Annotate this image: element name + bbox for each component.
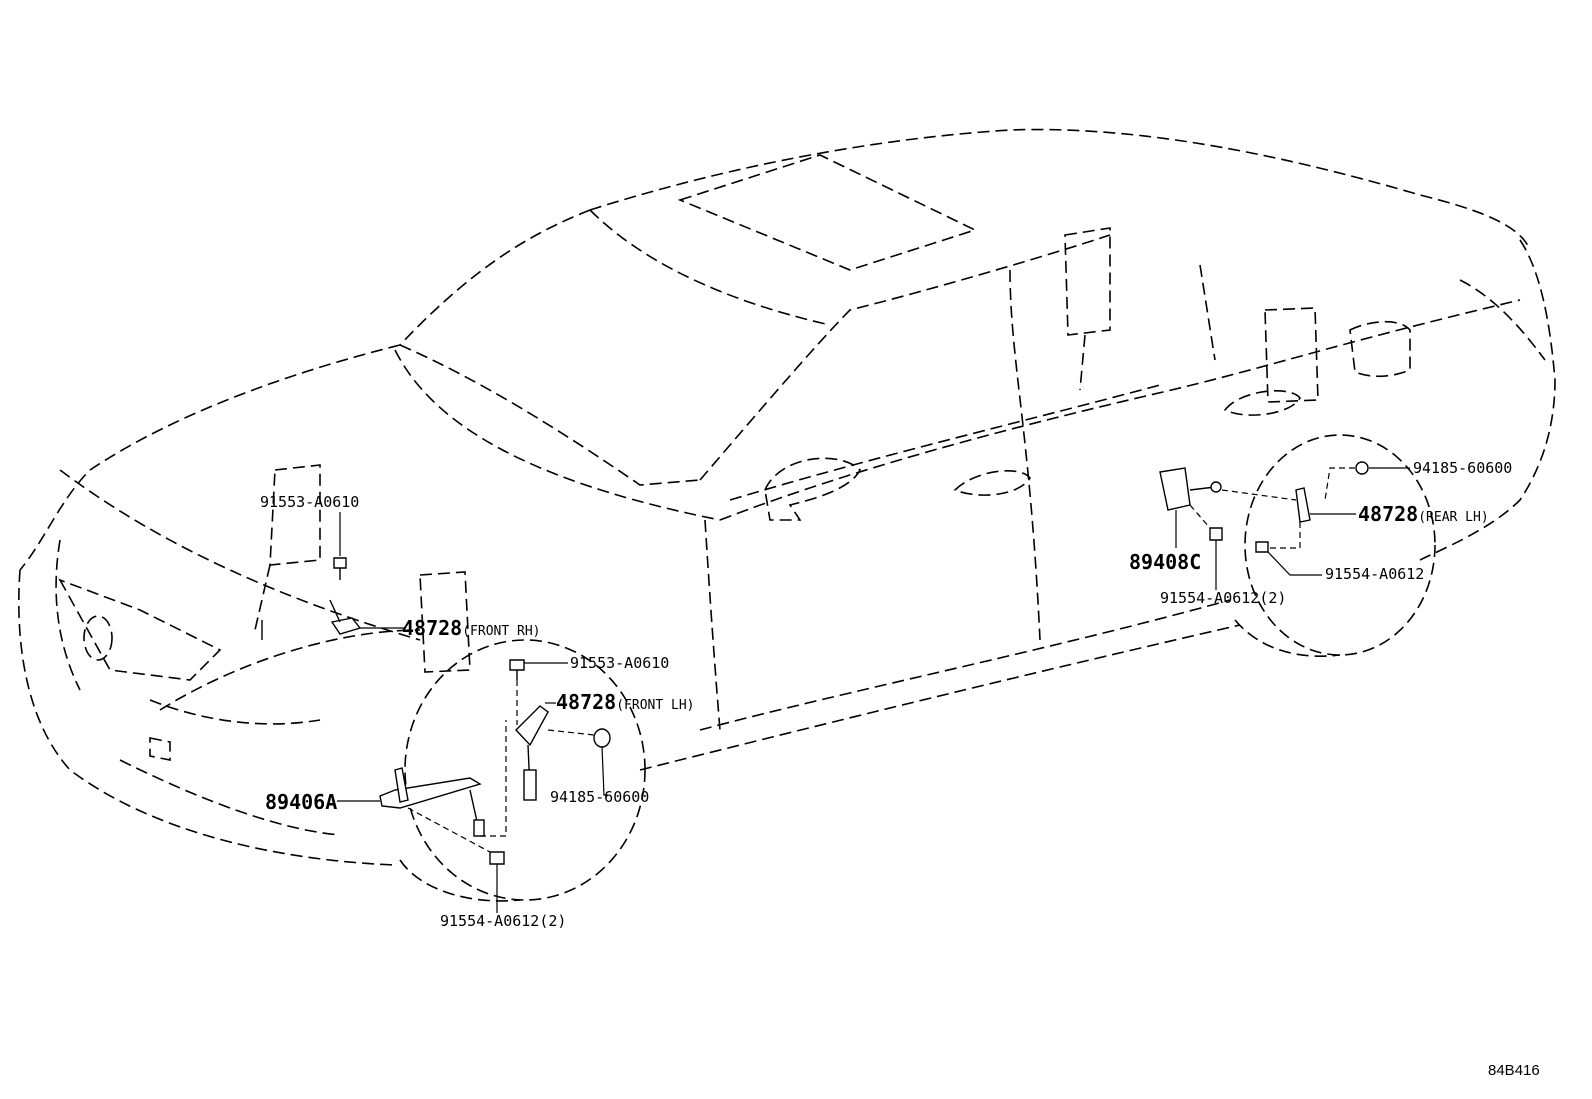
part-label-sensor-front-lh: 48728(FRONT LH) <box>556 690 695 714</box>
part-label-link-rear: 89408C <box>1129 550 1202 574</box>
front-lh-sensor-part <box>515 705 549 801</box>
front-lh-nut-part <box>593 728 611 748</box>
rear-nut-part <box>1355 461 1369 475</box>
front-link-bolt-part <box>489 851 505 865</box>
part-label-bolt-front-lh: 91553-A0610 <box>570 654 670 672</box>
rear-lh-sensor-part <box>1295 487 1311 523</box>
part-label-sensor-rear-lh: 48728(REAR LH) <box>1358 502 1489 526</box>
rear-link-part <box>1159 467 1222 511</box>
part-label-bolt-front-rh: 91553-A0610 <box>260 493 360 511</box>
part-label-sensor-front-rh: 48728(FRONT RH) <box>402 616 541 640</box>
part-label-nut-front: 94185-60600 <box>550 788 650 806</box>
rear-sensor-bolt-part <box>1255 541 1269 553</box>
part-label-nut-rear: 94185-60600 <box>1413 459 1513 477</box>
front-link-rod-part <box>379 767 485 837</box>
front-lh-bolt-part <box>509 659 525 680</box>
rear-link-bolt-part <box>1209 527 1223 541</box>
part-label-bolt-front-link: 91554-A0612(2) <box>440 912 567 930</box>
diagram-code: 84B416 <box>1488 1062 1540 1079</box>
car-body-outline <box>18 128 1556 902</box>
front-rh-bolt-part <box>333 557 347 580</box>
part-label-bolt-rear-link: 91554-A0612(2) <box>1160 589 1287 607</box>
part-label-bolt-rear-sensor: 91554-A0612 <box>1325 565 1425 583</box>
part-label-link-front: 89406A <box>265 790 338 814</box>
front-rh-sensor-part <box>261 599 362 640</box>
leader-lines <box>337 467 1410 913</box>
